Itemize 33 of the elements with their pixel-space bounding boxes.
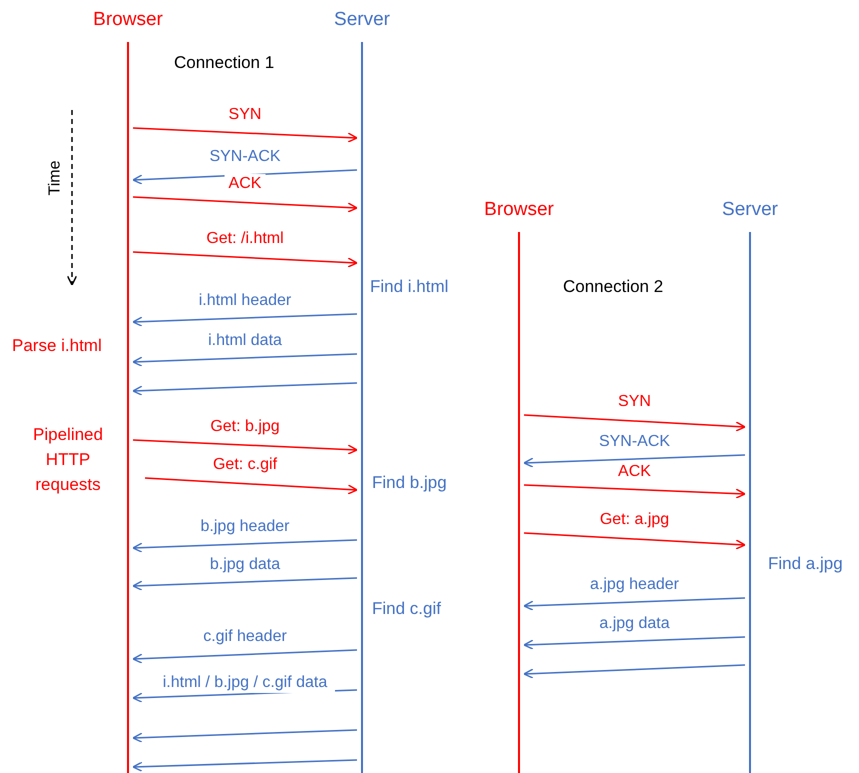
- note-text: Parse i.html: [12, 335, 102, 357]
- message-arrow: [132, 729, 358, 743]
- lifeline-heading: Server: [334, 8, 390, 32]
- message-arrow: [132, 127, 358, 143]
- note-text: Find i.html: [370, 276, 448, 298]
- message-arrow: [132, 577, 358, 591]
- note-text: Find a.jpg: [768, 553, 843, 575]
- note-text: Pipelined HTTP requests: [32, 424, 104, 496]
- message-arrow: [524, 484, 746, 499]
- lifeline-heading: Browser: [93, 8, 163, 32]
- message-arrow: [523, 636, 746, 650]
- message-arrow: [144, 477, 358, 495]
- message-arrow: [132, 539, 358, 553]
- note-text: Connection 1: [174, 52, 274, 74]
- message-arrow: [132, 313, 358, 327]
- note-text: Find c.gif: [372, 598, 441, 620]
- message-arrow: [524, 414, 746, 432]
- message-arrow: [523, 454, 746, 468]
- message-arrow: [132, 353, 358, 367]
- lifeline-heading: Browser: [484, 198, 554, 222]
- message-arrow: [132, 382, 358, 396]
- message-arrow: [132, 196, 358, 213]
- lifeline-heading: Server: [722, 198, 778, 222]
- message-arrow: [132, 251, 358, 268]
- message-arrow: [132, 439, 358, 455]
- message-arrow: [132, 649, 358, 664]
- message-arrow: [132, 759, 358, 772]
- message-arrow: [523, 664, 746, 679]
- message-arrow: [523, 597, 746, 611]
- note-text: Find b.jpg: [372, 472, 447, 494]
- note-text: Connection 2: [563, 276, 664, 298]
- time-label: Time: [45, 160, 64, 196]
- message-arrow: [524, 532, 746, 550]
